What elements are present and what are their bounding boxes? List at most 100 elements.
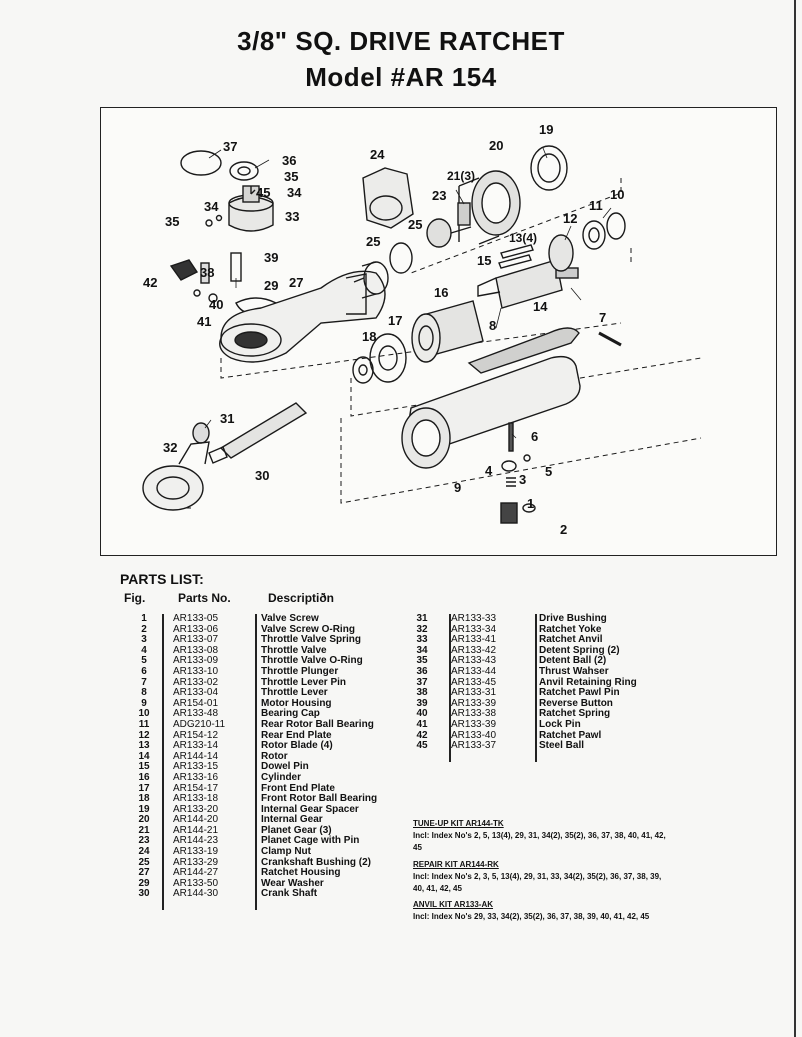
part-number: AR154-17 bbox=[173, 782, 219, 794]
column-divider bbox=[255, 614, 257, 910]
part-fig-number: 23 bbox=[138, 835, 150, 847]
part-number: AR133-45 bbox=[451, 676, 497, 688]
part-fig-number: 30 bbox=[138, 888, 150, 900]
part-description: Rear End Plate bbox=[261, 729, 332, 741]
part-fig-number: 1 bbox=[141, 613, 147, 624]
part-description: Clamp Nut bbox=[261, 846, 311, 858]
part-number: AR133-50 bbox=[173, 877, 219, 889]
part-number: AR133-48 bbox=[173, 708, 219, 720]
part-fig-number: 33 bbox=[416, 634, 428, 646]
part-description: Ratchet Housing bbox=[261, 867, 341, 879]
diagram-label: 30 bbox=[255, 468, 270, 483]
part-no-column-header: Parts No. bbox=[178, 591, 231, 605]
retaining-ring-part bbox=[180, 150, 222, 176]
part-number: AR133-04 bbox=[173, 687, 219, 699]
part-number: AR133-19 bbox=[173, 846, 219, 858]
part-description: Throttle Lever Pin bbox=[261, 676, 347, 688]
part-description: Motor Housing bbox=[261, 697, 332, 709]
model-title: Model #AR 154 bbox=[305, 62, 497, 92]
part-fig-number: 3 bbox=[141, 634, 147, 646]
diagram-label: 42 bbox=[143, 275, 158, 290]
part-number: AR144-27 bbox=[173, 867, 219, 879]
part-number: AR133-38 bbox=[451, 708, 497, 720]
part-description: Throttle Valve bbox=[261, 644, 327, 656]
diagram-label: 20 bbox=[489, 138, 504, 153]
part-fig-number: 5 bbox=[141, 655, 147, 667]
diagram-label: 23 bbox=[432, 188, 447, 203]
part-number: AR133-02 bbox=[173, 676, 219, 688]
diagram-label: 31 bbox=[220, 411, 235, 426]
diagram-label: 29 bbox=[264, 278, 279, 293]
diagram-label: 40 bbox=[209, 297, 224, 312]
parts-list-title: PARTS LIST: bbox=[120, 571, 204, 587]
part-number: AR133-07 bbox=[173, 634, 219, 646]
anvil-kit-includes: Incl: Index No's 29, 33, 34(2), 35(2), 3… bbox=[413, 912, 650, 921]
part-fig-number: 7 bbox=[141, 676, 147, 688]
diagram-drawing bbox=[142, 145, 702, 524]
diagram-label: 19 bbox=[539, 122, 554, 137]
part-fig-number: 10 bbox=[138, 708, 150, 720]
part-description: Throttle Plunger bbox=[261, 665, 339, 677]
part-fig-number: 34 bbox=[416, 644, 428, 656]
part-number: AR133-44 bbox=[451, 665, 497, 677]
part-description: Valve Screw O-Ring bbox=[261, 623, 355, 635]
diagram-label: 8 bbox=[489, 318, 497, 333]
part-number: AR133-10 bbox=[173, 665, 219, 677]
part-fig-number: 2 bbox=[141, 623, 147, 635]
diagram-label: 1 bbox=[527, 496, 535, 511]
part-number: AR133-16 bbox=[173, 771, 219, 783]
part-fig-number: 32 bbox=[416, 623, 428, 635]
part-description: Bearing Cap bbox=[261, 708, 320, 720]
diagram-label: 36 bbox=[282, 153, 297, 168]
rotor-part bbox=[477, 259, 579, 309]
column-divider bbox=[162, 614, 164, 910]
part-number: AR133-37 bbox=[451, 740, 497, 752]
part-fig-number: 11 bbox=[138, 718, 150, 730]
tune-up-kit-title: TUNE-UP KIT AR144-TK bbox=[413, 819, 504, 828]
part-fig-number: 40 bbox=[416, 708, 428, 720]
part-fig-number: 20 bbox=[138, 814, 150, 826]
part-number: AR133-20 bbox=[173, 803, 219, 815]
part-description: Wear Washer bbox=[261, 877, 324, 889]
part-number: AR133-06 bbox=[173, 623, 219, 635]
part-description: Reverse Button bbox=[539, 697, 613, 709]
diagram-label: 6 bbox=[531, 429, 539, 444]
part-description: Dowel Pin bbox=[261, 761, 309, 773]
part-fig-number: 8 bbox=[141, 687, 147, 699]
part-fig-number: 42 bbox=[416, 729, 428, 741]
column-divider bbox=[535, 614, 537, 762]
part-fig-number: 29 bbox=[138, 877, 150, 889]
part-fig-number: 37 bbox=[416, 676, 428, 688]
part-description: Cylinder bbox=[261, 771, 302, 783]
part-description: Planet Cage with Pin bbox=[261, 835, 360, 847]
part-fig-number: 13 bbox=[138, 740, 150, 752]
diagram-label: 24 bbox=[370, 147, 385, 162]
part-description: Rear Rotor Ball Bearing bbox=[261, 718, 374, 730]
parts-row: 2 AR133-06 Valve Screw O-Ring bbox=[127, 623, 377, 636]
part-fig-number: 6 bbox=[141, 665, 147, 677]
diagram-label: 38 bbox=[200, 265, 215, 280]
part-fig-number: 15 bbox=[138, 761, 150, 773]
part-fig-number: 4 bbox=[141, 644, 147, 656]
